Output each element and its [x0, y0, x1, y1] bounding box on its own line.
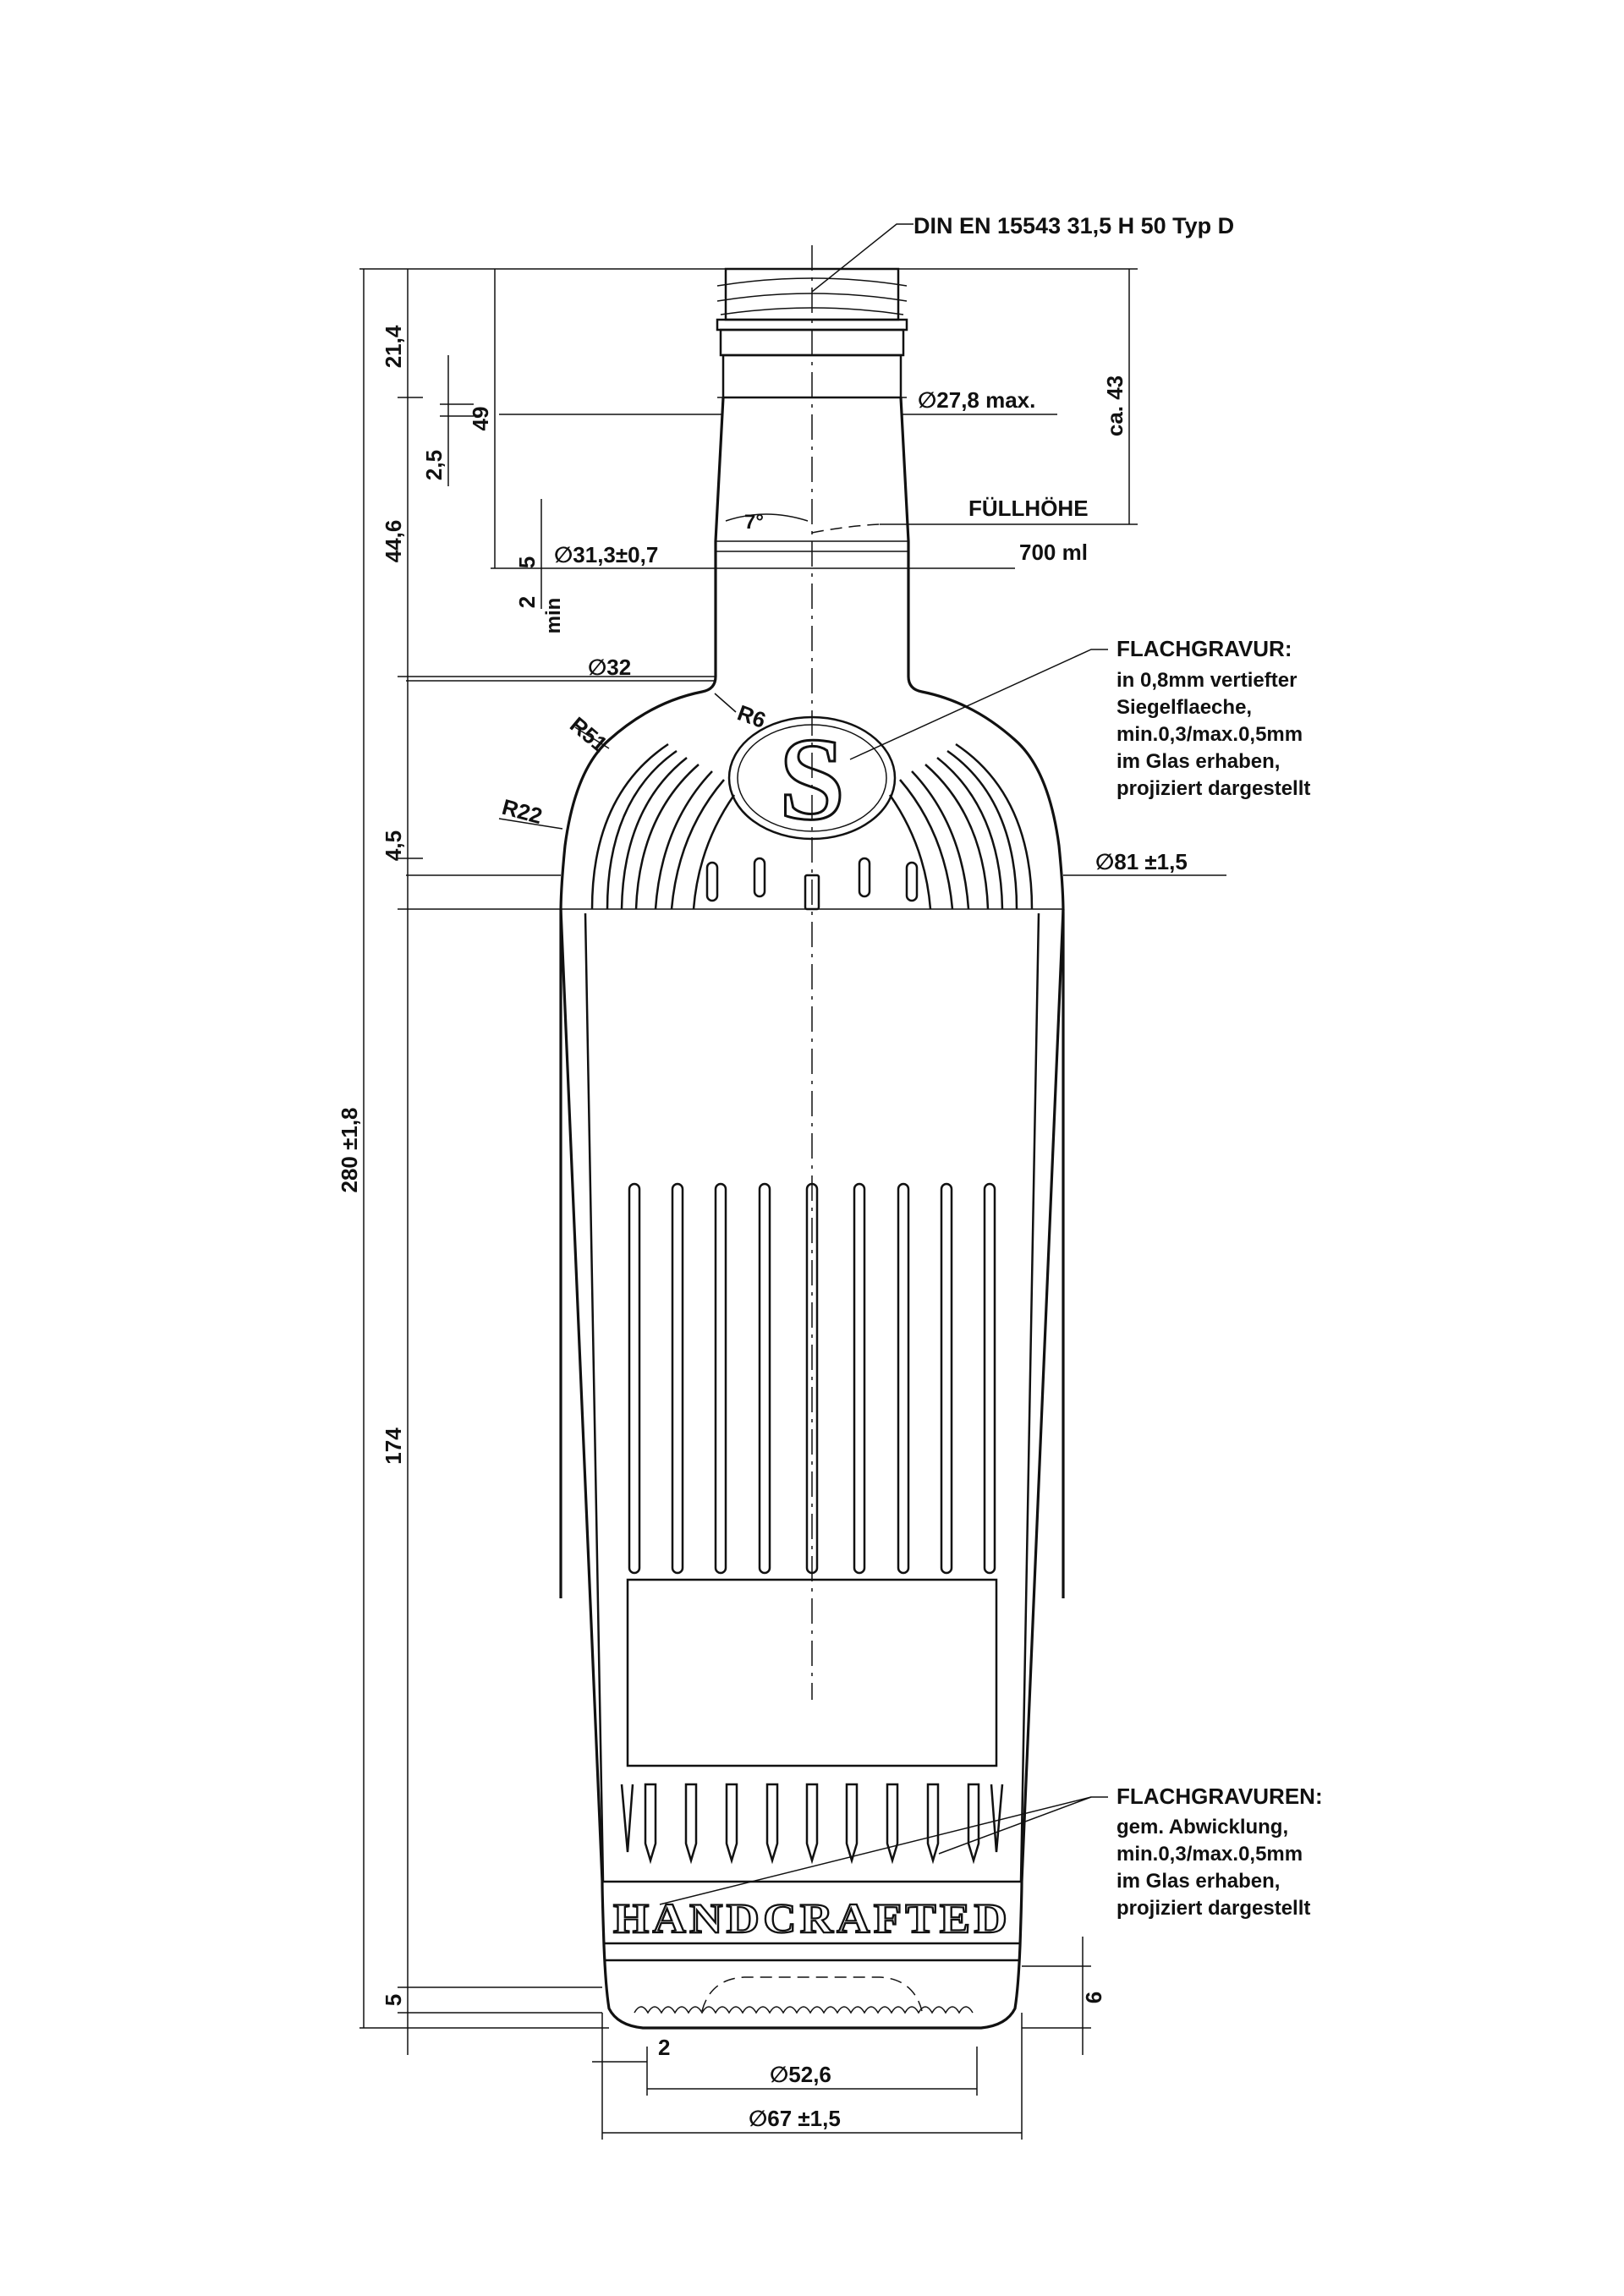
engr-callout-line: im Glas erhaben,: [1116, 1870, 1280, 1893]
finish-callout: DIN EN 15543 31,5 H 50 Typ D: [811, 213, 1234, 293]
svg-text:∅31,3±0,7: ∅31,3±0,7: [554, 542, 658, 567]
svg-text:∅81 ±1,5: ∅81 ±1,5: [1095, 849, 1188, 874]
seal-medallion: S: [727, 713, 897, 847]
body-flutes: [628, 1182, 996, 1575]
label-panel: [626, 1578, 998, 1767]
vertical-dimensions: [359, 268, 1138, 2055]
engr-callout-line: projiziert dargestellt: [1116, 1897, 1310, 1920]
dim-31-3: ∅31,3±0,7: [491, 542, 1015, 569]
dim-21-4: 21,4: [381, 325, 406, 368]
dim-49: 49: [468, 407, 493, 431]
svg-text:∅32: ∅32: [588, 655, 631, 680]
radius-r22: R22: [499, 794, 545, 829]
svg-text:∅67 ±1,5: ∅67 ±1,5: [749, 2106, 841, 2131]
svg-text:∅52,6: ∅52,6: [770, 2062, 831, 2087]
dim-ca-43: ca. 43: [1102, 375, 1127, 436]
seal-letter: S: [779, 714, 845, 845]
seal-callout-line: min.0,3/max.0,5mm: [1116, 723, 1303, 746]
svg-text:2: 2: [658, 2035, 670, 2060]
dim-280: 280 ±1,8: [337, 1107, 362, 1192]
shoulder-flutes: [590, 743, 1034, 911]
bottle-outline: [559, 267, 1065, 2030]
dim-2-5: 2,5: [421, 450, 447, 480]
dim-174: 174: [381, 1427, 406, 1465]
seal-callout-line: in 0,8mm vertiefter: [1116, 669, 1297, 692]
dim-5-neck: 5: [514, 556, 540, 568]
dim-52-6: ∅52,6: [646, 2047, 978, 2096]
fill-level: FÜLLHÖHE 700 ml 7°: [725, 496, 1100, 565]
dim-4-5: 4,5: [381, 830, 406, 861]
engr-callout-line: min.0,3/max.0,5mm: [1116, 1843, 1303, 1866]
dim-min: min: [542, 598, 565, 634]
dim-2-bottom: 2: [592, 2035, 670, 2063]
dim-67: ∅67 ±1,5: [601, 2013, 1023, 2140]
seal-callout-title: FLACHGRAVUR:: [1116, 636, 1292, 661]
svg-text:∅27,8 max.: ∅27,8 max.: [918, 387, 1035, 413]
fill-volume: 700 ml: [1019, 540, 1088, 565]
handcrafted-engraving: HANDCRAFTED: [613, 1894, 1011, 1942]
seal-callout: FLACHGRAVUR: in 0,8mm vertiefter Siegelf…: [849, 636, 1310, 800]
dim-81: ∅81 ±1,5: [406, 849, 1226, 876]
angle-label: 7°: [744, 511, 764, 534]
dim-6: 6: [1081, 1992, 1106, 2003]
dim-44-6: 44,6: [381, 520, 406, 563]
radius-labels: R6 R51 R22: [498, 693, 769, 830]
engraving-callout: FLACHGRAVUREN: gem. Abwicklung, min.0,3/…: [659, 1784, 1323, 1920]
engr-callout-line: gem. Abwicklung,: [1116, 1816, 1288, 1838]
finish-spec: DIN EN 15543 31,5 H 50 Typ D: [914, 213, 1234, 238]
dim-5-base: 5: [381, 1994, 406, 2006]
radius-r51: R51: [565, 712, 612, 758]
engr-callout-title: FLACHGRAVUREN:: [1116, 1784, 1323, 1809]
lower-flutes: [620, 1783, 1004, 1865]
seal-callout-line: projiziert dargestellt: [1116, 777, 1310, 800]
fill-label: FÜLLHÖHE: [968, 496, 1089, 521]
dim-32: ∅32: [406, 655, 716, 682]
seal-callout-line: Siegelflaeche,: [1116, 696, 1252, 719]
dim-2: 2: [514, 596, 540, 608]
seal-callout-line: im Glas erhaben,: [1116, 750, 1280, 773]
dim-27-8: ∅27,8 max.: [499, 387, 1057, 415]
